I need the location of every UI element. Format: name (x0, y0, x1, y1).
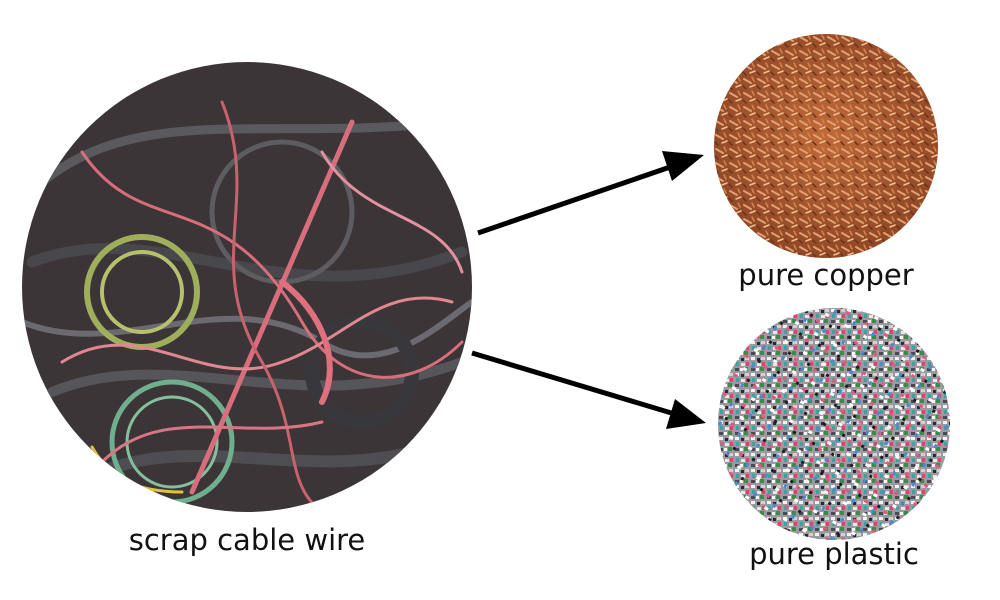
pure-copper-photo (714, 34, 938, 258)
pure-plastic-label: pure plastic (749, 537, 919, 571)
pure-plastic-image (718, 308, 950, 540)
pure-copper-label: pure copper (738, 258, 914, 292)
arrow-to-copper (477, 151, 704, 236)
arrow-to-plastic (471, 350, 706, 429)
scrap-cable-wire-image (22, 62, 472, 512)
scrap-cable-wire-label: scrap cable wire (128, 523, 366, 557)
pure-copper-image (714, 34, 938, 258)
scrap-cable-wire-photo (22, 62, 472, 512)
pure-plastic-photo (718, 308, 950, 540)
